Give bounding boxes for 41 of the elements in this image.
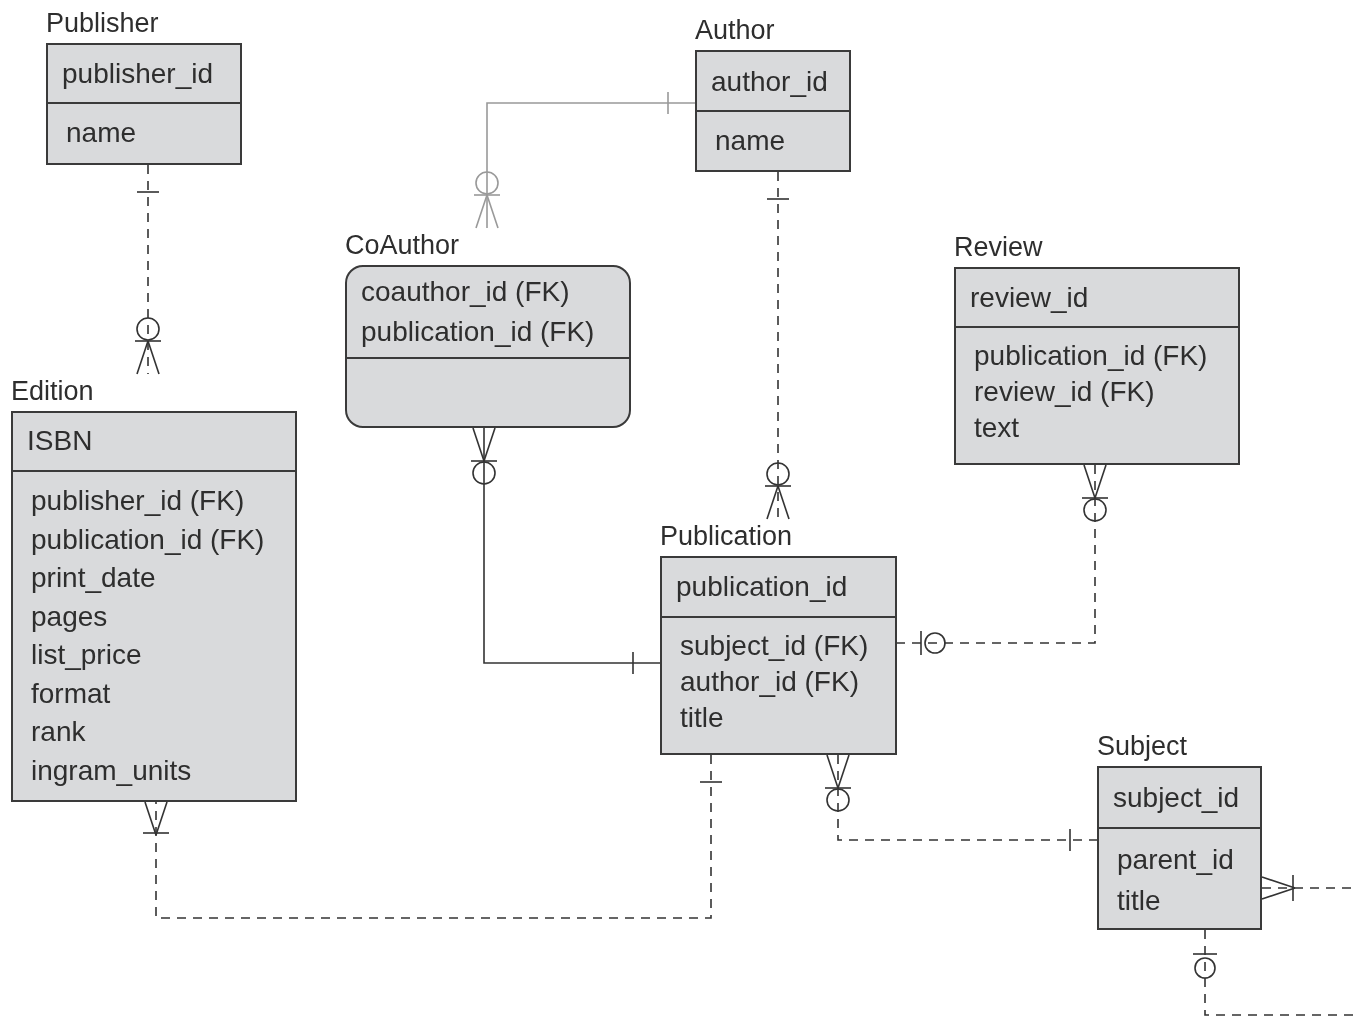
- attribute: author_id (FK): [680, 665, 859, 699]
- attribute: name: [66, 116, 137, 150]
- entity-name: Publication: [660, 520, 793, 553]
- entity-name: Review: [954, 231, 1043, 264]
- primary-key: author_id: [711, 62, 828, 100]
- primary-key: ISBN: [27, 422, 93, 461]
- entity-name: CoAuthor: [345, 229, 460, 262]
- primary-key: review_id: [970, 279, 1089, 316]
- attribute: rank: [31, 715, 86, 749]
- attribute: format: [31, 676, 111, 711]
- attribute: publication_id (FK): [974, 339, 1208, 373]
- relationship-line: [470, 427, 661, 675]
- primary-key: publication_id (FK): [361, 312, 595, 352]
- entity-name: Edition: [11, 375, 94, 408]
- entity-name: Subject: [1097, 730, 1188, 763]
- attribute: parent_id: [1117, 843, 1234, 877]
- relationship-line: [1192, 874, 1355, 1016]
- attribute: publication_id (FK): [31, 522, 265, 557]
- attribute: subject_id (FK): [680, 629, 869, 663]
- attribute: ingram_units: [31, 753, 192, 788]
- attribute: text: [974, 411, 1020, 445]
- relationship-line: [896, 464, 1109, 656]
- primary-key: publisher_id: [62, 55, 213, 92]
- relationship-line: [134, 164, 162, 375]
- primary-key: subject_id: [1113, 777, 1240, 818]
- attribute: list_price: [31, 638, 142, 672]
- relationship-line: [824, 754, 1098, 852]
- attribute: print_date: [31, 561, 156, 595]
- relationship-line: [473, 91, 696, 229]
- attribute: publisher_id (FK): [31, 484, 245, 518]
- primary-key: publication_id: [676, 569, 848, 605]
- relationship-line: [142, 754, 723, 919]
- attribute: name: [715, 124, 786, 158]
- attribute: title: [1117, 884, 1161, 918]
- entity-name: Publisher: [46, 7, 159, 40]
- attribute: title: [680, 701, 724, 735]
- attribute: review_id (FK): [974, 375, 1155, 409]
- primary-key: coauthor_id (FK): [361, 272, 570, 312]
- relationship-line: [764, 171, 792, 520]
- attribute: pages: [31, 599, 108, 634]
- entity-name: Author: [695, 14, 775, 47]
